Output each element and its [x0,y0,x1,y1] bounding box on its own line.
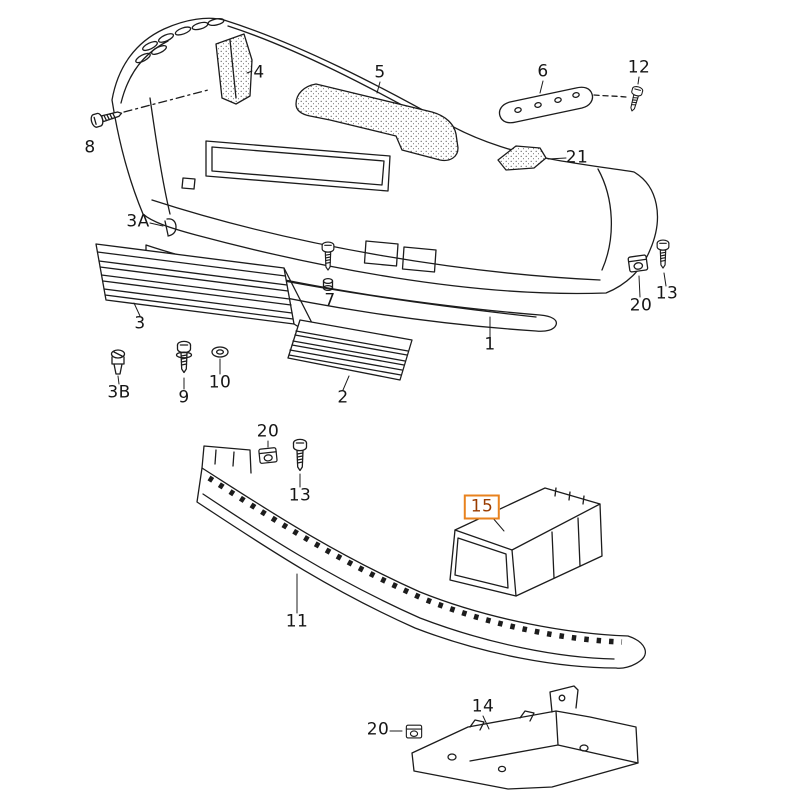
part-2-fog-grille [287,319,413,381]
part-13-screw-right [656,239,670,269]
part-label-10[interactable]: 10 [208,372,232,393]
part-label-20-right[interactable]: 20 [629,295,653,316]
part-20-clip-bottom [405,724,423,739]
part-21-pad [497,145,547,171]
part-label-3[interactable]: 3 [134,313,146,334]
part-label-9[interactable]: 9 [178,387,190,408]
part-label-20-mid[interactable]: 20 [256,421,280,442]
part-label-13-mid[interactable]: 13 [288,485,312,506]
part-13-screw-mid [292,438,308,472]
part-3b-grommet [110,349,126,375]
part-11-lower-spoiler [196,445,646,669]
part-12-screw [626,85,644,113]
part-3-center-grille [95,243,327,339]
part-label-15-highlighted[interactable]: 15 [463,494,501,520]
part-label-3b[interactable]: 3B [107,382,131,403]
part-10-washer [211,346,229,358]
part-9-screw [175,340,193,374]
part-label-20-bottom[interactable]: 20 [366,719,390,740]
part-label-6[interactable]: 6 [537,61,549,82]
part-label-21[interactable]: 21 [565,147,589,168]
part-label-7[interactable]: 7 [324,290,336,311]
leader-lines [117,70,667,732]
part-14-splash-panel [411,685,639,790]
part-label-2[interactable]: 2 [337,387,349,408]
part-5-impact-pad [295,83,459,162]
part-8-screw [89,89,209,129]
part-3a-clip [164,218,177,237]
part-label-12[interactable]: 12 [627,57,651,78]
part-label-11[interactable]: 11 [285,611,309,632]
part-label-3a[interactable]: 3A [126,211,150,232]
part-label-4[interactable]: 4 [253,62,265,83]
part-label-5[interactable]: 5 [374,62,386,83]
part-label-14[interactable]: 14 [471,696,495,717]
part-7-screw [321,241,335,292]
part-label-8[interactable]: 8 [84,137,96,158]
part-label-1[interactable]: 1 [484,334,496,355]
part-20-clip-mid [258,446,278,465]
part-label-13-right[interactable]: 13 [655,283,679,304]
part-4-bracket [215,33,253,105]
part-20-clip-right [627,254,649,273]
part-6-bracket [498,86,627,124]
